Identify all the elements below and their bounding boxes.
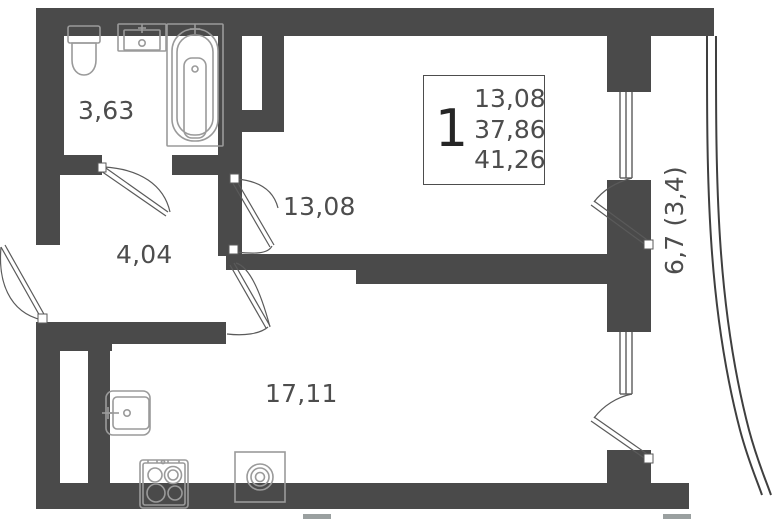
living-room-door-hinge2: [228, 244, 239, 255]
wall-mid-horizontal-right: [356, 254, 612, 284]
wall-hallway-left: [36, 175, 60, 245]
entrance-door-leaf-b: [4, 244, 46, 317]
balcony-door-upper-arc: [593, 177, 633, 203]
orientation-marker-right: [663, 514, 691, 519]
living-room-door: [228, 173, 279, 255]
area-figures: 13,08 37,86 41,26: [468, 84, 554, 176]
room-area-label-kitchen: 17,11: [265, 379, 338, 408]
room-count: 1: [435, 99, 469, 159]
balcony-door-upper-leaf-a: [593, 200, 651, 243]
wall-left-bathroom: [36, 8, 64, 168]
bathroom-door: [97, 162, 171, 217]
kitchen-fixtures: [102, 390, 286, 509]
wall-kitchen-shaft-divider: [88, 337, 110, 495]
living-room-door-leaf-b: [230, 179, 271, 248]
bathroom-door-leaf-a: [102, 165, 169, 213]
balcony-curve-inner: [705, 35, 763, 496]
bathroom-door-arc: [103, 166, 171, 213]
wall-right-pier-upper: [607, 36, 651, 92]
kitchen-door: [226, 262, 271, 336]
living-room-door-arc: [235, 178, 279, 209]
bathtub-icon: [166, 23, 224, 147]
wall-mid-horizontal-left: [226, 254, 356, 270]
washing-machine-icon: [234, 451, 286, 503]
wall-bottom-exterior: [36, 483, 689, 509]
room-area-label-balcony: 6,7 (3,4): [660, 166, 689, 275]
washbasin-icon: [117, 23, 167, 52]
living-room-door-leaf-a: [234, 177, 275, 246]
total-area-value: 37,86: [474, 114, 546, 144]
balcony-door-upper-hinge: [643, 239, 654, 250]
balcony-door-lower: [590, 393, 654, 464]
entrance-door-leaf-a: [0, 246, 42, 319]
bathroom-fixtures: [67, 23, 224, 147]
window-upper-right: [619, 92, 633, 179]
cooktop-icon: [139, 459, 189, 509]
wall-bathroom-bottom-left: [36, 155, 102, 175]
balcony-outer-wall: [705, 35, 772, 496]
balcony-door-lower-leaf-a: [593, 416, 651, 457]
wall-niche-divider: [262, 30, 284, 122]
kitchen-door-arc: [235, 262, 271, 328]
balcony-door-upper: [590, 177, 654, 250]
window-group: [619, 92, 633, 395]
room-area-label-hallway: 4,04: [116, 240, 173, 269]
wall-right-pier-middle: [607, 180, 651, 332]
entrance-door-arc: [0, 246, 43, 321]
apartment-summary-box: 1 13,08 37,86 41,26: [423, 75, 546, 185]
kitchen-door-leaf-b: [229, 264, 267, 329]
balcony-door-lower-hinge: [643, 453, 654, 464]
balcony-door-lower-leaf-b: [590, 420, 648, 461]
balcony-door-upper-leaf-b: [590, 204, 648, 247]
balcony-door-lower-arc: [593, 393, 633, 419]
balcony-curve-outer: [714, 35, 772, 496]
living-room-door-arc2: [235, 245, 273, 254]
kitchen-door-leaf-a: [233, 262, 271, 327]
entrance-door-hinge: [37, 313, 48, 324]
wall-balcony-top: [650, 8, 714, 36]
window-lower-right: [619, 332, 633, 395]
bathroom-door-leaf-b: [100, 170, 167, 217]
door-group: [0, 162, 654, 464]
bathroom-door-hinge: [97, 162, 107, 173]
living-room-door-hinge: [229, 173, 240, 184]
wall-top-exterior: [36, 8, 650, 36]
room-area-label-bathroom: 3,63: [78, 96, 135, 125]
orientation-marker: [303, 514, 331, 519]
wall-niche-bottom: [242, 110, 284, 132]
toilet-icon: [67, 25, 101, 76]
marker-group: [303, 514, 691, 519]
living-area-value: 13,08: [474, 84, 546, 114]
kitchen-door-arc2: [226, 326, 269, 336]
wall-kitchen-left-exterior: [36, 337, 60, 495]
entrance-door: [0, 244, 48, 324]
total-with-balcony-value: 41,26: [474, 145, 546, 175]
room-area-label-living-room: 13,08: [283, 192, 356, 221]
kitchen-sink-icon: [102, 390, 151, 436]
wall-kitchen-top-left: [36, 337, 112, 351]
